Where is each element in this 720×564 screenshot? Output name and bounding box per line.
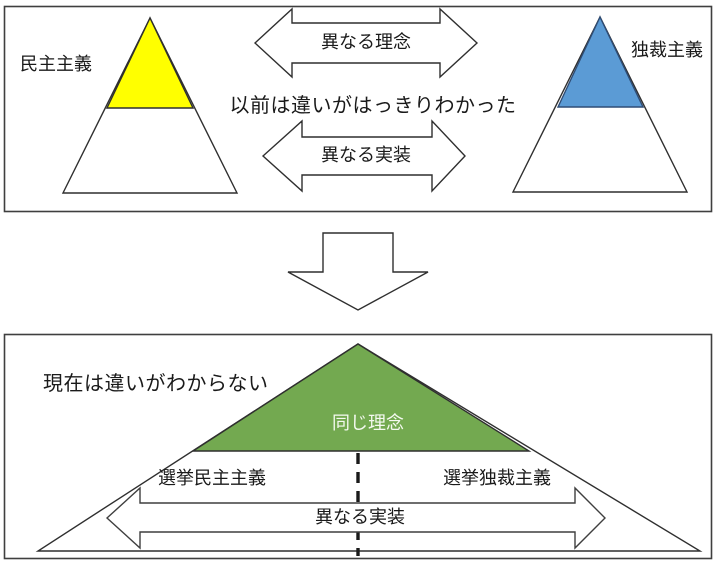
different-ideals-arrow-icon <box>253 7 479 79</box>
same-ideals-peak-shape <box>190 343 532 452</box>
dictatorship-label: 独裁主義 <box>631 40 703 61</box>
democracy-peak-shape <box>105 16 195 109</box>
different-implementation-arrow-label: 異なる実装 <box>321 145 411 166</box>
electoral-dictatorship-label: 選挙独裁主義 <box>443 468 551 489</box>
dictatorship-peak-shape <box>556 15 645 108</box>
different-implementation-arrow-icon <box>261 119 466 193</box>
electoral-democracy-label: 選挙民主主義 <box>158 468 266 489</box>
down-arrow-icon <box>287 232 429 311</box>
top-panel-caption: 以前は違いがはっきりわかった <box>229 93 517 117</box>
different-implementation-wide-arrow-label: 異なる実装 <box>315 507 405 528</box>
bottom-panel-caption: 現在は違いがわからない <box>43 371 269 395</box>
different-ideals-arrow-label: 異なる理念 <box>321 32 411 53</box>
democracy-label: 民主主義 <box>20 54 92 75</box>
same-ideals-label: 同じ理念 <box>332 413 404 434</box>
different-implementation-wide-arrow-icon <box>105 486 606 550</box>
